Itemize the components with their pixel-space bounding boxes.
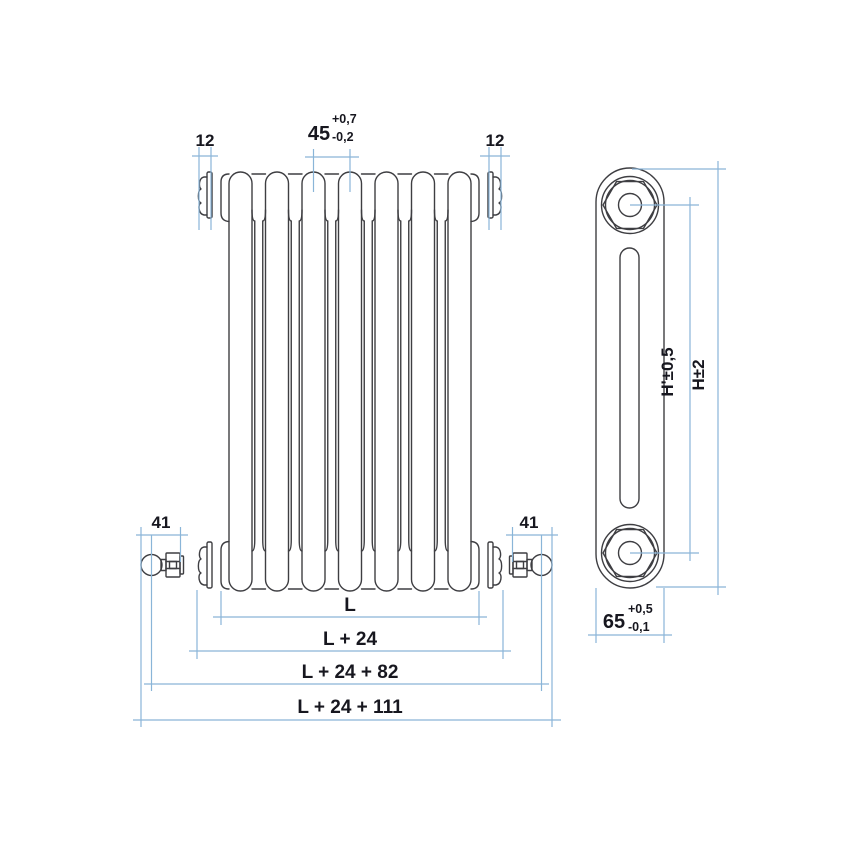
side-groove-slot — [619, 247, 640, 509]
dim-65-value: 65 — [603, 611, 625, 633]
header-edges — [251, 173, 449, 590]
end-fitting-bottom-left — [197, 541, 213, 589]
top-plug-hexagon — [602, 180, 658, 230]
front-tube — [301, 171, 326, 592]
dim-45-value: 45 — [308, 123, 330, 145]
end-fitting-top-left — [197, 171, 213, 219]
dim-12-right: 12 — [486, 131, 505, 150]
front-tube — [228, 171, 253, 592]
dim-H-prime: H'±0,5 — [658, 347, 677, 396]
end-fitting-top-right — [487, 171, 503, 219]
front-tube — [337, 171, 363, 592]
dim-45-tol-minus: -0,2 — [332, 130, 354, 144]
rear-tubes — [251, 209, 449, 552]
dim-L-24-82: L + 24 + 82 — [302, 662, 399, 683]
front-tubes — [228, 171, 472, 592]
dimension-lines — [133, 147, 726, 727]
radiator-front-view — [140, 171, 553, 592]
radiator-side-view — [595, 167, 665, 589]
front-tube — [447, 171, 472, 592]
dim-45-tol-plus: +0,7 — [332, 112, 357, 126]
dim-41-right: 41 — [520, 513, 539, 532]
dim-41-left: 41 — [152, 513, 171, 532]
end-fitting-bottom-right — [487, 541, 503, 589]
valve-left — [140, 552, 185, 578]
dim-L-24-111: L + 24 + 111 — [297, 697, 403, 718]
dim-65-tol-plus: +0,5 — [628, 602, 653, 616]
side-body — [595, 167, 665, 589]
dim-H: H±2 — [689, 359, 708, 390]
bottom-plug-hexagon — [602, 528, 658, 578]
valve-right — [508, 552, 553, 578]
dim-L: L — [344, 595, 356, 616]
dimension-labels: 12 12 45 +0,7 -0,2 41 41 L L + 24 L + 24… — [152, 112, 708, 718]
front-tube — [410, 171, 436, 592]
header-end-top-left — [220, 173, 230, 223]
front-tube — [374, 171, 399, 592]
dim-L-24: L + 24 — [323, 629, 377, 650]
header-end-bottom-right — [470, 540, 480, 590]
header-end-top-right — [470, 173, 480, 223]
dim-12-left: 12 — [196, 131, 215, 150]
header-end-bottom-left — [220, 540, 230, 590]
dim-65-tol-minus: -0,1 — [628, 620, 650, 634]
front-tube — [264, 171, 290, 592]
